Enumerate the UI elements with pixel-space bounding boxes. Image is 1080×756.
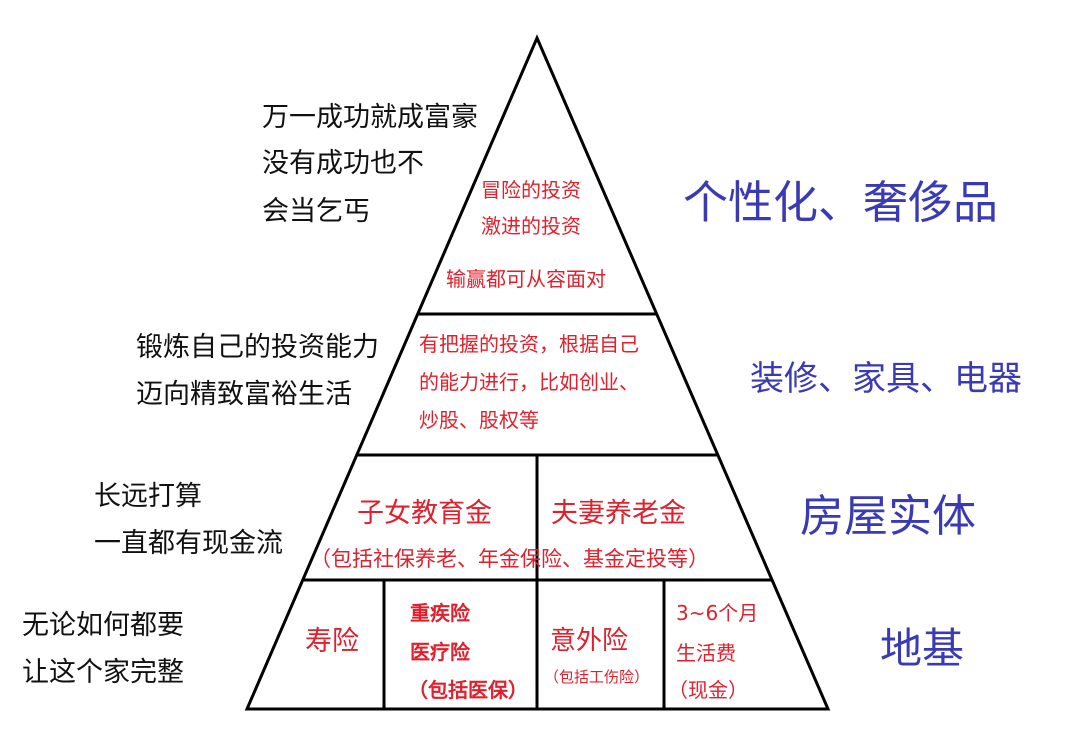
left-third-line-1: 长远打算 [94,481,202,512]
tier-bottom-cell-2-line-1: 重疾险 [410,601,470,625]
left-second-line-2: 迈向精致富裕生活 [136,379,352,410]
tier-bottom-cell-1: 寿险 [305,626,359,657]
tier-second-line-2: 的能力进行，比如创业、 [419,370,639,394]
tier-third-left: 子女教育金 [357,498,492,529]
right-bottom-label: 地基 [880,624,965,673]
tier-third-right: 夫妻养老金 [551,498,686,529]
left-bottom-line-2: 让这个家完整 [22,657,184,688]
left-second-line-1: 锻炼自己的投资能力 [136,332,379,363]
right-top-label: 个性化、奢侈品 [683,176,999,229]
left-bottom-line-1: 无论如何都要 [22,610,184,641]
tier-bottom-cell-4-line-3: （现金） [668,678,748,702]
tier-bottom-cell-3-line-2: （包括工伤险） [544,668,650,686]
tier-bottom-cell-4-line-1: 3~6个月 [676,601,759,625]
tier-bottom-cell-4-line-2: 生活费 [676,641,736,665]
tier-third-note: （包括社保养老、年金保险、基金定投等） [310,547,709,571]
tier-second-line-3: 炒股、股权等 [419,408,539,432]
left-top-line-3: 会当乞丐 [262,196,370,227]
left-third-line-2: 一直都有现金流 [94,528,283,559]
tier-top-line-3: 输赢都可从容面对 [446,267,606,291]
right-second-label: 装修、家具、电器 [750,359,1022,399]
tier-top-line-1: 冒险的投资 [481,178,581,202]
tier-bottom-cell-2-line-3: （包括医保） [408,678,528,702]
left-top-line-2: 没有成功也不 [262,148,424,179]
right-third-label: 房屋实体 [800,491,976,542]
tier-bottom-cell-3-line-1: 意外险 [550,626,629,656]
tier-top-line-2: 激进的投资 [481,214,581,238]
tier-bottom-cell-2-line-2: 医疗险 [410,640,470,664]
tier-second-line-1: 有把握的投资，根据自己 [419,332,639,356]
left-top-line-1: 万一成功就成富豪 [262,102,478,133]
